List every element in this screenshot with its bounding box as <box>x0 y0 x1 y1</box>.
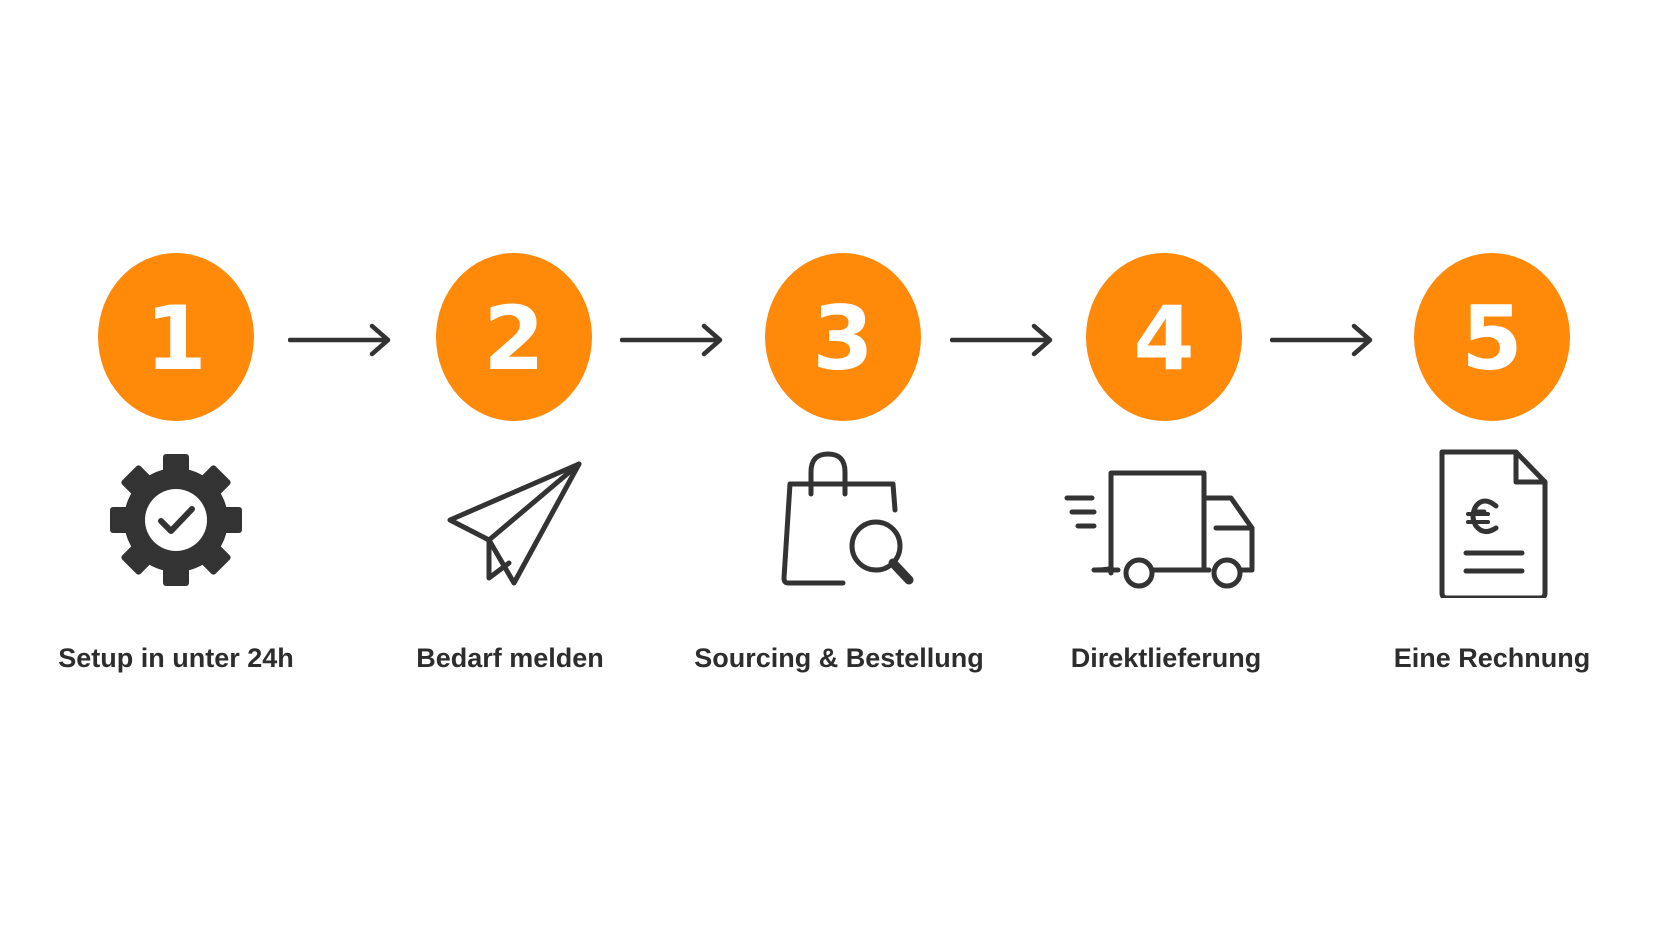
arrow-right-icon <box>950 318 1056 362</box>
delivery-truck-icon <box>1064 448 1264 598</box>
paper-plane-icon <box>414 448 614 598</box>
step-number: 2 <box>483 287 545 390</box>
step-number-badge: 3 <box>765 253 921 421</box>
step-number: 3 <box>812 287 874 390</box>
euro-invoice-icon <box>1392 448 1592 598</box>
shopping-bag-search-icon <box>743 448 943 598</box>
gear-check-icon <box>76 448 276 598</box>
step-label: Eine Rechnung <box>1393 643 1591 673</box>
step-number-badge: 1 <box>98 253 254 421</box>
step-number: 5 <box>1461 287 1523 390</box>
arrow-right-icon <box>1270 318 1376 362</box>
step-number-badge: 4 <box>1086 253 1242 421</box>
step-number: 1 <box>145 287 207 390</box>
step-label: Bedarf melden <box>416 643 604 673</box>
step-number-badge: 5 <box>1414 253 1570 421</box>
step-label: Setup in unter 24h <box>58 643 294 673</box>
step-number-badge: 2 <box>436 253 592 421</box>
step-label: Direktlieferung <box>1070 643 1262 673</box>
step-label: Sourcing & Bestellung <box>694 643 984 673</box>
step-number: 4 <box>1133 287 1195 390</box>
arrow-right-icon <box>620 318 726 362</box>
arrow-right-icon <box>288 318 394 362</box>
